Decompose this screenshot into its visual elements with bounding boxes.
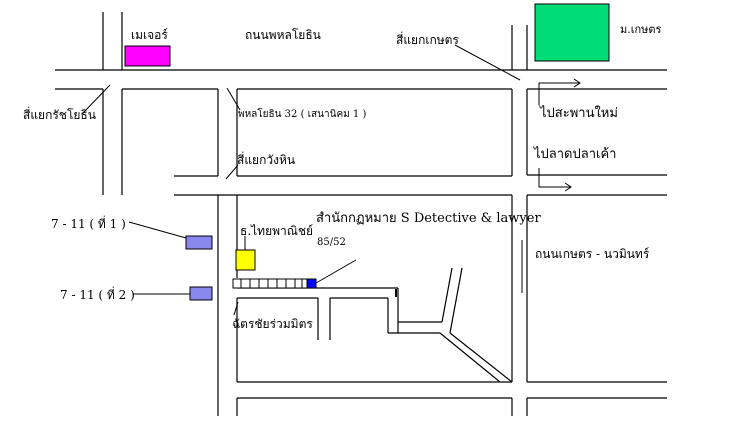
label-kasetsart-univ: ม.เกษตร (620, 23, 662, 36)
label-kaset-junction: สี่แยกเกษตร (396, 33, 459, 47)
bank-building (235, 249, 256, 271)
office-building (306, 278, 317, 289)
label-office-number: 85/52 (317, 237, 346, 248)
label-office-name: สำนักกฏหมาย S Detective & lawyer (316, 211, 541, 226)
label-ratchayothin: สี่แยกรัชโยธิน (23, 108, 96, 122)
label-wanghin: สี่แยกวังหิน (237, 153, 296, 167)
seven-eleven-1-marker (185, 235, 213, 250)
kasetsart-building (534, 3, 610, 62)
label-flat: ฉัตรชัยร่วมมิตร (232, 317, 313, 331)
label-phahon-road: ถนนพหลโยธิน (245, 28, 321, 42)
label-thai-bank: ธ.ไทยพาณิชย์ (240, 224, 314, 238)
leader-lines (81, 44, 581, 316)
label-phahon32: พหลโยธิน 32 ( เสนานิคม 1 ) (238, 109, 367, 120)
label-major: เมเจอร์ (131, 28, 168, 42)
townhouse-row (232, 278, 310, 289)
seven-eleven-2-marker (189, 286, 213, 301)
label-seven-eleven-2: 7 - 11 ( ที่ 2 ) (60, 288, 135, 302)
label-to-lat-pla-khao: ไปลาดปลาเค้า (534, 147, 617, 162)
label-seven-eleven-1: 7 - 11 ( ที่ 1 ) (51, 217, 126, 231)
road-lines (55, 12, 667, 416)
label-to-new-bridge: ไปสะพานใหม่ (540, 106, 618, 121)
major-building (124, 45, 171, 67)
label-kaset-nawamin-road: ถนนเกษตร - นวมินทร์ (535, 247, 650, 261)
